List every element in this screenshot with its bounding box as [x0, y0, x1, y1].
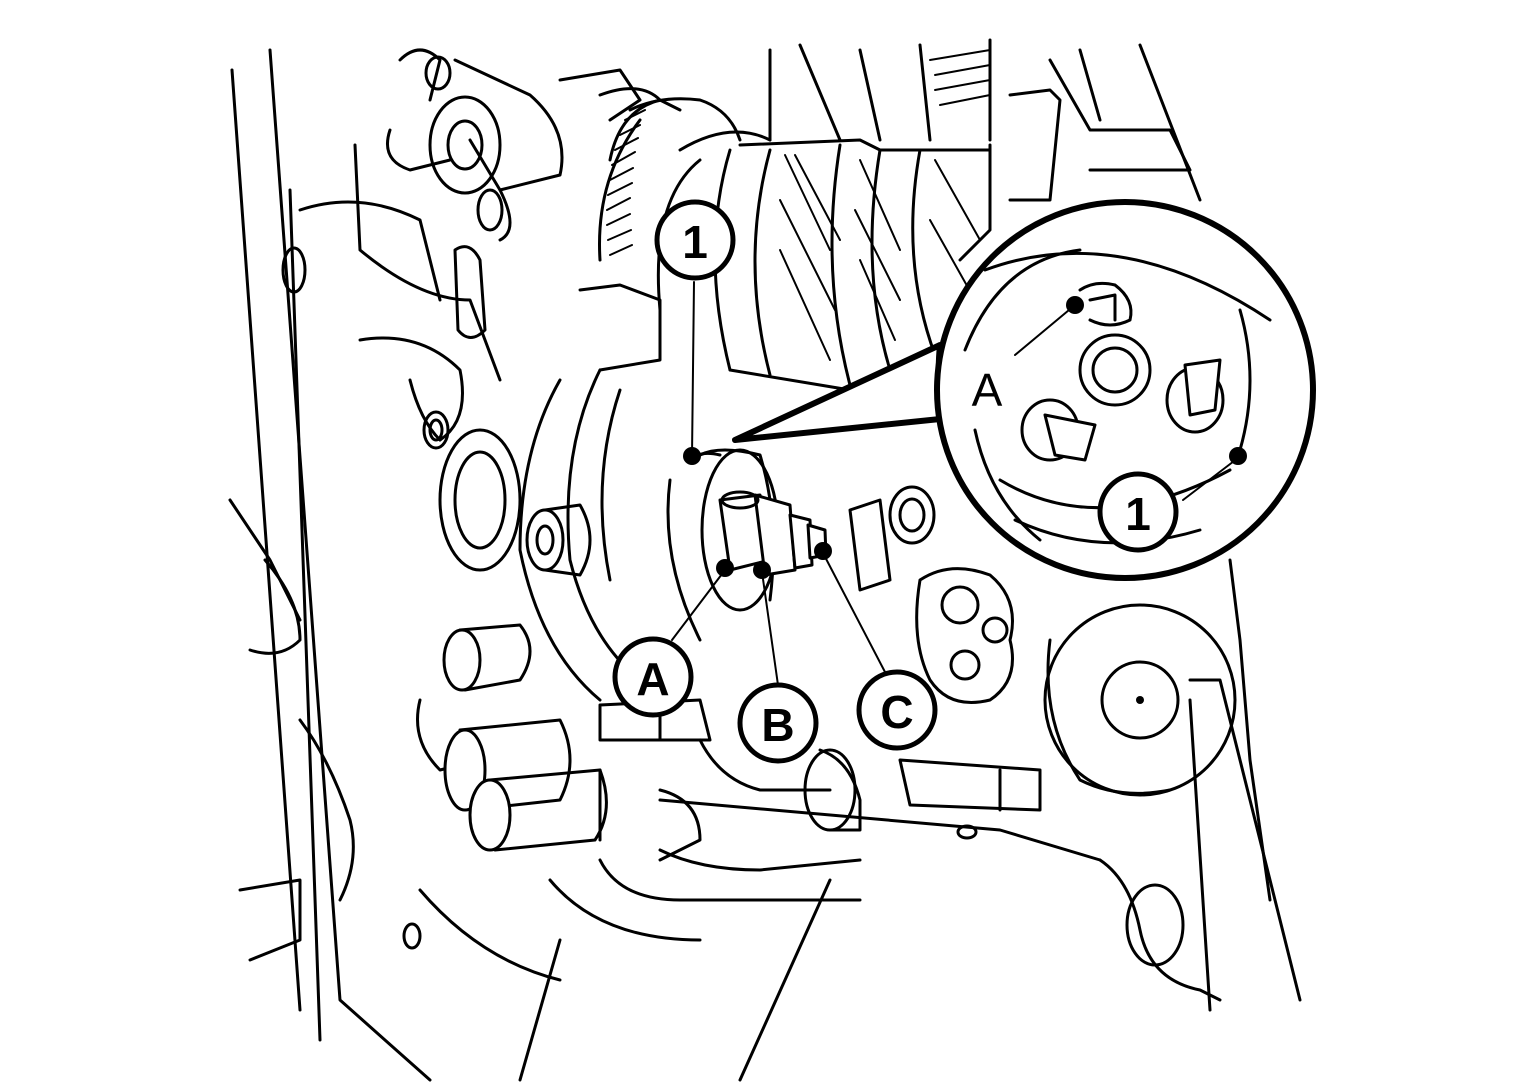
callout-1-main: 1: [654, 199, 736, 281]
point-c-dot: [814, 542, 832, 560]
detail-view-label: A: [972, 364, 1003, 416]
callout-a-text: A: [636, 653, 669, 705]
callout-c-text: C: [880, 686, 913, 738]
point-a-dot: [716, 559, 734, 577]
callout-c: C: [856, 669, 938, 751]
point-b-dot: [753, 561, 771, 579]
center-body: [408, 283, 1302, 1082]
leader-lines: [671, 281, 1239, 686]
callout-b-text: B: [761, 699, 794, 751]
callout-b: B: [737, 682, 819, 764]
callout-1-detail-text: 1: [1125, 488, 1151, 540]
detail-view-a: [732, 199, 1316, 581]
callout-1-main-text: 1: [682, 216, 708, 268]
leader-dots: [683, 296, 1247, 579]
part-1-detail-dot: [1229, 447, 1247, 465]
point-a-detail-dot: [1066, 296, 1084, 314]
callout-1-detail: 1: [1097, 471, 1179, 553]
callout-a: A: [612, 636, 694, 718]
case-housing: [228, 48, 502, 1082]
part-1-main-dot: [683, 447, 701, 465]
